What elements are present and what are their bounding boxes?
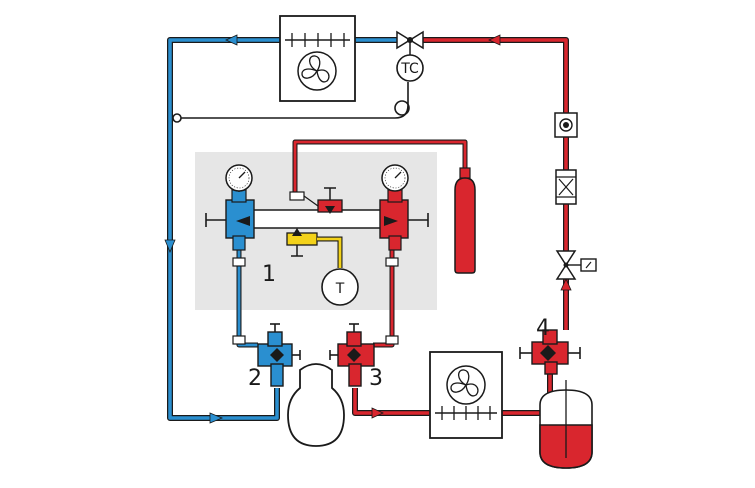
service-valve-2 <box>257 323 301 387</box>
sensing-bulb-capillary <box>172 82 410 123</box>
condenser-fan-icon <box>429 351 503 439</box>
filter-drier-icon <box>555 169 577 205</box>
flow-arrow <box>209 412 224 424</box>
flow-arrow <box>371 407 384 419</box>
temperature-controller: TC <box>396 54 424 82</box>
suction-line <box>167 37 405 421</box>
sight-glass-icon <box>554 112 578 138</box>
flow-arrow <box>225 34 238 46</box>
flow-arrow <box>488 34 501 46</box>
solenoid-valve-icon <box>555 250 597 280</box>
service-valve-4 <box>519 329 581 375</box>
refrigerant-cylinder-icon <box>454 167 476 274</box>
pressure-gauge-icon <box>225 164 253 192</box>
flow-arrow <box>560 278 572 291</box>
gauge-manifold <box>205 187 429 345</box>
tc-label: TC <box>400 61 419 77</box>
evaporator-fan-icon <box>279 15 356 102</box>
expansion-valve-icon <box>396 30 424 55</box>
valve-label-2: 2 <box>248 366 262 391</box>
valve-label-4: 4 <box>536 316 550 341</box>
thermometer-label: T <box>335 281 345 297</box>
thermometer: T <box>321 268 359 306</box>
compressor-icon <box>287 363 345 447</box>
flow-arrow <box>164 239 176 254</box>
receiver-tank-icon <box>539 380 593 469</box>
pressure-gauge-icon <box>381 164 409 192</box>
station-label-1: 1 <box>262 262 276 287</box>
service-valve-3 <box>329 323 375 387</box>
valve-label-3: 3 <box>369 366 383 391</box>
